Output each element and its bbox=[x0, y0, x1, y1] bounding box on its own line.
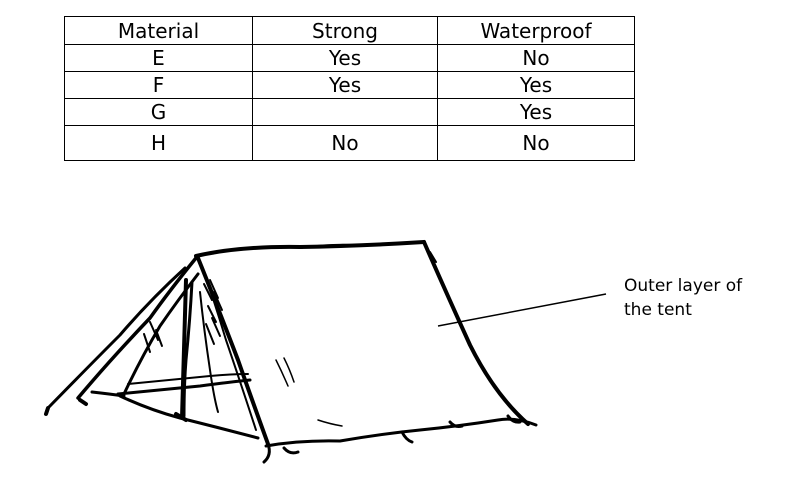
table-header-row: Material Strong Waterproof bbox=[64, 16, 635, 45]
materials-table: Material Strong Waterproof E Yes No F Ye… bbox=[64, 16, 635, 161]
tent-floor bbox=[116, 378, 252, 396]
cell-material: G bbox=[64, 98, 253, 126]
label-pointer-line bbox=[437, 293, 607, 327]
outer-layer-label: Outer layer of the tent bbox=[624, 274, 774, 322]
outer-layer-label-line1: Outer layer of bbox=[624, 276, 743, 296]
cell-strong bbox=[252, 98, 438, 126]
cell-waterproof: Yes bbox=[437, 71, 635, 99]
cell-waterproof: No bbox=[437, 44, 635, 72]
tent-pole bbox=[180, 278, 188, 420]
table-row: H No No bbox=[64, 125, 635, 161]
tent-front-left-edge bbox=[76, 256, 198, 400]
tent-side-back-edge bbox=[422, 240, 530, 426]
cell-strong: No bbox=[252, 125, 438, 161]
tent-side-hem bbox=[264, 417, 538, 448]
cell-material: F bbox=[64, 71, 253, 99]
header-waterproof: Waterproof bbox=[437, 16, 635, 45]
header-material: Material bbox=[64, 16, 253, 45]
table-row: G Yes bbox=[64, 98, 635, 126]
table-row: F Yes Yes bbox=[64, 71, 635, 99]
header-strong: Strong bbox=[252, 16, 438, 45]
cell-waterproof: No bbox=[437, 125, 635, 161]
outer-layer-label-line2: the tent bbox=[624, 300, 692, 320]
cell-material: H bbox=[64, 125, 253, 161]
tent-ridge bbox=[194, 240, 426, 258]
